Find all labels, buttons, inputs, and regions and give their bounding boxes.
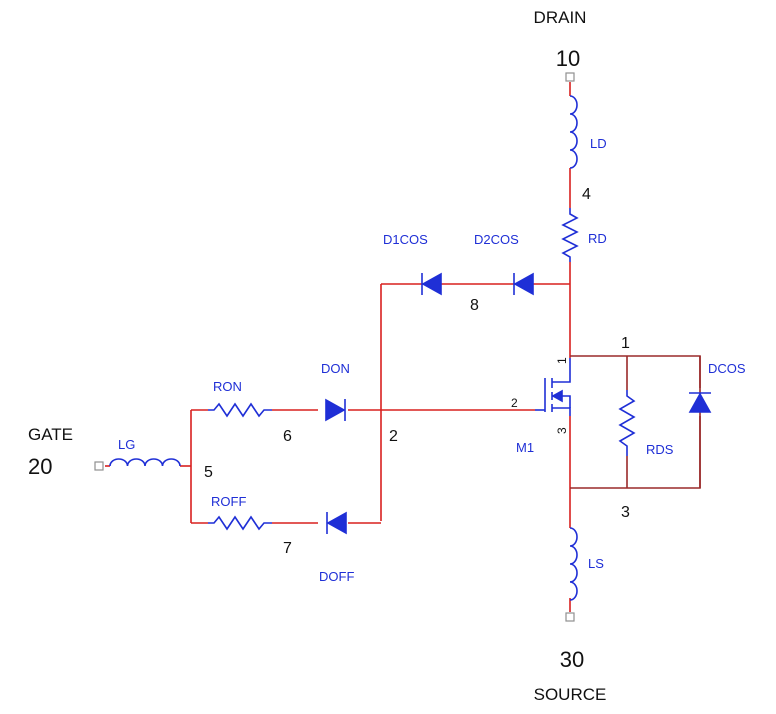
rds-label: RDS (646, 442, 674, 457)
gate-terminal[interactable] (94, 461, 104, 471)
rd-label: RD (588, 231, 607, 246)
source-terminal[interactable] (565, 612, 575, 622)
don-label: DON (321, 361, 350, 376)
ron-label: RON (213, 379, 242, 394)
roff-label: ROFF (211, 494, 246, 509)
ls-inductor (569, 527, 578, 601)
dcos-diode (688, 392, 712, 413)
node-5-label: 5 (204, 464, 213, 481)
rds-resistor (618, 390, 636, 456)
ld-label: LD (590, 136, 607, 151)
node-3-label: 3 (621, 504, 630, 521)
ld-inductor (569, 95, 578, 169)
node-6-label: 6 (283, 428, 292, 445)
node-8-label: 8 (470, 297, 479, 314)
d2cos-diode (513, 272, 534, 296)
lg-inductor (109, 458, 181, 467)
d2cos-label: D2COS (474, 232, 519, 247)
m1-mosfet (535, 358, 571, 416)
dcos-label: DCOS (708, 361, 746, 376)
source-port-name: SOURCE (534, 685, 607, 704)
doff-label: DOFF (319, 569, 354, 584)
m1-pin-gate: 2 (511, 396, 518, 410)
lg-label: LG (118, 437, 135, 452)
m1-label: M1 (516, 440, 534, 455)
ron-resistor (208, 402, 272, 418)
node-7-label: 7 (283, 540, 292, 557)
wires (105, 82, 701, 612)
drain-port-number: 10 (556, 46, 580, 71)
rd-resistor (561, 208, 579, 262)
node-4-label: 4 (582, 186, 591, 203)
roff-resistor (208, 515, 272, 531)
d1cos-label: D1COS (383, 232, 428, 247)
m1-pin-drain: 1 (555, 357, 569, 364)
node-1-label: 1 (621, 335, 630, 352)
drain-terminal[interactable] (565, 72, 575, 82)
doff-diode (326, 511, 347, 535)
ls-label: LS (588, 556, 604, 571)
drain-port-name: DRAIN (534, 8, 587, 27)
don-diode (325, 398, 346, 422)
wire-rds-frame (570, 355, 701, 489)
m1-pin-source: 3 (555, 427, 569, 434)
gate-port-name: GATE (28, 425, 73, 444)
source-port-number: 30 (560, 647, 584, 672)
gate-port-number: 20 (28, 454, 52, 479)
d1cos-diode (421, 272, 442, 296)
node-2-label: 2 (389, 428, 398, 445)
